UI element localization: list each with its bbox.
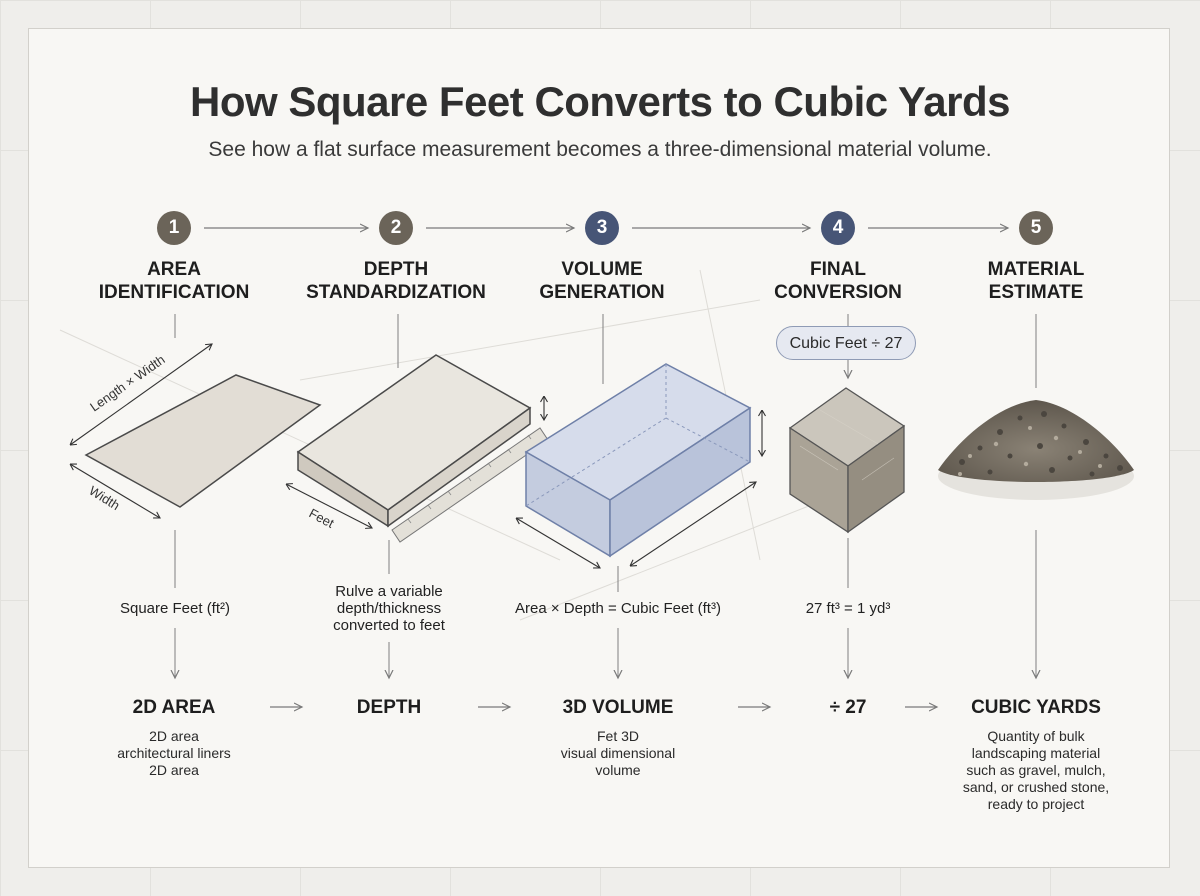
bottom-1-line1: 2D area (149, 728, 199, 744)
step-1-heading: AREA IDENTIFICATION (64, 258, 284, 304)
bottom-2-title: DEPTH (356, 697, 422, 718)
step-2-number: 2 (379, 211, 413, 245)
step-5-number: 5 (1019, 211, 1053, 245)
bottom-5-desc: Quantity of bulk landscaping material su… (926, 728, 1146, 813)
bottom-3-line3: volume (595, 762, 641, 778)
bottom-5-line1: Quantity of bulk (987, 728, 1085, 744)
step-2-heading-line1: DEPTH (363, 259, 429, 280)
formula-pill: Cubic Feet ÷ 27 (776, 326, 916, 360)
step-3-heading: VOLUME GENERATION (492, 258, 712, 304)
step-5-heading: MATERIAL ESTIMATE (926, 258, 1146, 304)
bottom-5-line3: such as gravel, mulch, (966, 762, 1106, 778)
page-subtitle: See how a flat surface measurement becom… (208, 138, 992, 161)
step-2-label-line2: depth/thickness (336, 600, 442, 617)
bottom-5-title: CUBIC YARDS (971, 697, 1101, 718)
bottom-3-line1: Fet 3D (596, 728, 639, 744)
step-2-label-line1: Rulve a variable (335, 583, 443, 600)
step-4-number: 4 (821, 211, 855, 245)
bottom-5-line2: landscaping material (971, 745, 1101, 761)
step-4-formula-label: 27 ft³ = 1 yd³ (805, 600, 891, 617)
bottom-1-title: 2D AREA (132, 697, 216, 718)
translucent-box-illustration (516, 363, 762, 568)
page-title: How Square Feet Converts to Cubic Yards (190, 78, 1010, 125)
bottom-1-line2: architectural liners (117, 745, 231, 761)
step-4-heading-line1: FINAL (810, 259, 866, 280)
step-1-heading-line1: AREA (147, 259, 201, 280)
feet-label: Feet (307, 505, 337, 531)
step-5-heading-line1: MATERIAL (987, 259, 1085, 280)
vertical-connectors (175, 314, 1036, 678)
step-1-number: 1 (157, 211, 191, 245)
step-1-heading-line2: IDENTIFICATION (98, 282, 250, 303)
bottom-5-line5: ready to project (987, 796, 1085, 812)
step-3-formula-label: Area × Depth = Cubic Feet (ft³) (515, 600, 721, 617)
bottom-1-line3: 2D area (149, 762, 199, 778)
step-2-heading-line2: STANDARDIZATION (306, 282, 486, 303)
width-label: Width (86, 483, 122, 513)
gravel-pile-illustration (938, 400, 1134, 500)
step-5-heading-line2: ESTIMATE (988, 282, 1084, 303)
bottom-4-title: ÷ 27 (829, 697, 867, 718)
step-4-heading-line2: CONVERSION (774, 282, 902, 303)
step-2-heading: DEPTH STANDARDIZATION (286, 258, 506, 304)
slab-with-ruler-illustration: Feet (286, 354, 549, 543)
step-3-heading-line2: GENERATION (539, 282, 665, 303)
bottom-3-title: 3D VOLUME (562, 697, 674, 718)
bottom-1-desc: 2D area architectural liners 2D area (64, 728, 284, 779)
step-3-number: 3 (585, 211, 619, 245)
step-2-formula-label: Rulve a variable depth/thickness convert… (259, 583, 519, 634)
flat-rectangle-illustration: Length × Width Width (70, 344, 322, 518)
step-3-heading-line1: VOLUME (561, 259, 643, 280)
bottom-3-desc: Fet 3D visual dimensional volume (508, 728, 728, 779)
stone-cube-illustration (788, 387, 906, 534)
step-4-heading: FINAL CONVERSION (728, 258, 948, 304)
bottom-3-line2: visual dimensional (560, 745, 676, 761)
step-1-formula-label: Square Feet (ft²) (119, 600, 231, 617)
step-2-label-line3: converted to feet (333, 617, 445, 634)
bottom-5-line4: sand, or crushed stone, (962, 779, 1110, 795)
